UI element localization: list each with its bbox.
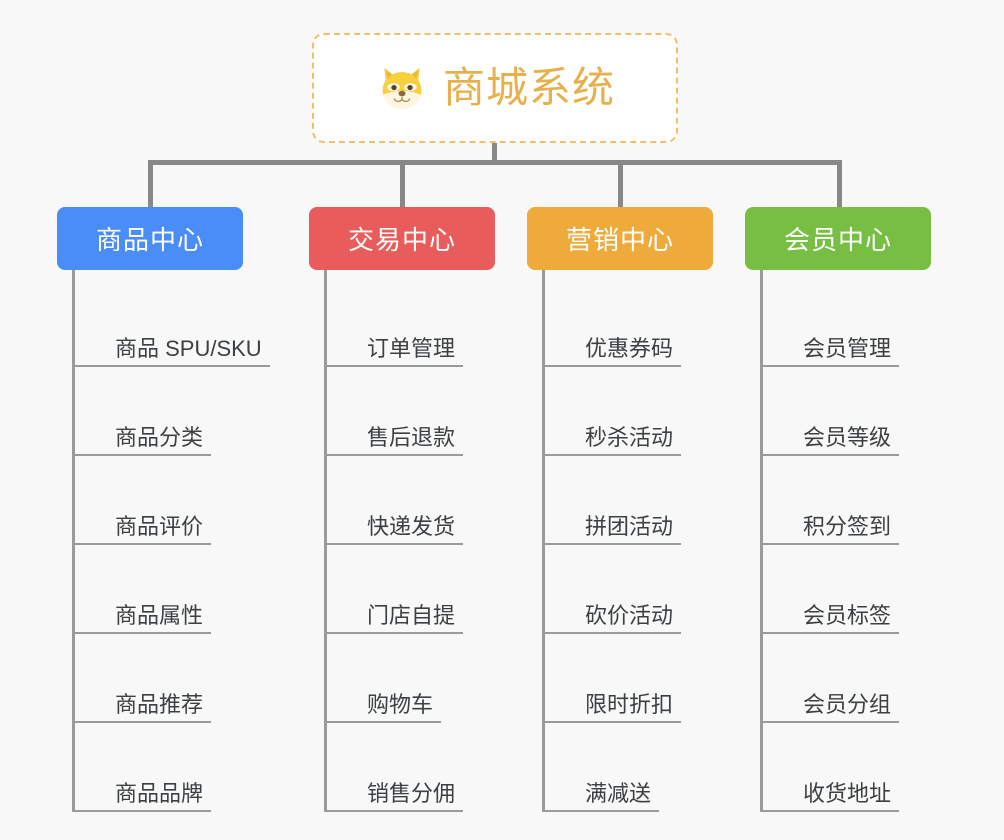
leaf-label: 商品评价 (115, 513, 204, 539)
leaf-label: 满减送 (585, 780, 652, 806)
list-item[interactable]: 秒杀活动 (545, 367, 743, 456)
leaf-underline (763, 810, 899, 812)
leaf-label: 商品推荐 (115, 691, 204, 717)
leaf-underline (75, 543, 211, 545)
list-item[interactable]: 会员分组 (763, 634, 961, 723)
leaf-underline (545, 454, 681, 456)
category-header-0[interactable]: 商品中心 (57, 207, 243, 270)
leaf-underline (545, 543, 681, 545)
leaf-label: 限时折扣 (585, 691, 674, 717)
leaf-underline (763, 721, 899, 723)
list-item[interactable]: 会员标签 (763, 545, 961, 634)
category-column-0: 商品中心 商品 SPU/SKU 商品分类 商品评价 商品属性 商品推荐 (57, 207, 307, 812)
list-item[interactable]: 满减送 (545, 723, 743, 812)
leaf-label: 快递发货 (367, 513, 456, 539)
leaf-underline (763, 365, 899, 367)
list-item[interactable]: 门店自提 (327, 545, 525, 634)
leaf-underline (327, 721, 441, 723)
leaf-label: 商品属性 (115, 602, 204, 628)
leaf-list-2: 优惠券码 秒杀活动 拼团活动 砍价活动 限时折扣 满减送 (542, 270, 743, 812)
connector-root-stem (492, 143, 497, 165)
category-column-3: 会员中心 会员管理 会员等级 积分签到 会员标签 会员分组 (745, 207, 961, 812)
list-item[interactable]: 限时折扣 (545, 634, 743, 723)
category-header-1[interactable]: 交易中心 (309, 207, 495, 270)
list-item[interactable]: 快递发货 (327, 456, 525, 545)
root-title: 商城系统 (442, 64, 615, 111)
list-item[interactable]: 收货地址 (763, 723, 961, 812)
leaf-underline (75, 721, 211, 723)
connector-drop-2 (618, 160, 623, 208)
list-item[interactable]: 优惠券码 (545, 278, 743, 367)
leaf-list-1: 订单管理 售后退款 快递发货 门店自提 购物车 销售分佣 (324, 270, 525, 812)
list-item[interactable]: 砍价活动 (545, 545, 743, 634)
leaf-underline (763, 454, 899, 456)
leaf-underline (327, 810, 463, 812)
leaf-label: 积分签到 (803, 513, 892, 539)
list-item[interactable]: 商品属性 (75, 545, 307, 634)
leaf-label: 砍价活动 (585, 602, 674, 628)
leaf-label: 销售分佣 (367, 780, 456, 806)
list-item[interactable]: 积分签到 (763, 456, 961, 545)
leaf-underline (545, 632, 681, 634)
leaf-underline (327, 543, 463, 545)
category-label-0: 商品中心 (95, 225, 204, 255)
connector-drop-3 (837, 160, 842, 208)
leaf-label: 会员管理 (803, 335, 892, 361)
leaf-underline (75, 365, 270, 367)
leaf-underline (545, 810, 659, 812)
list-item[interactable]: 订单管理 (327, 278, 525, 367)
category-label-2: 营销中心 (565, 225, 674, 255)
leaf-underline (327, 632, 463, 634)
leaf-underline (763, 543, 899, 545)
list-item[interactable]: 商品推荐 (75, 634, 307, 723)
leaf-label: 商品品牌 (115, 780, 204, 806)
leaf-label: 售后退款 (367, 424, 456, 450)
connector-drop-0 (148, 160, 153, 208)
leaf-label: 商品 SPU/SKU (115, 335, 262, 361)
list-item[interactable]: 商品评价 (75, 456, 307, 545)
leaf-label: 门店自提 (367, 602, 456, 628)
leaf-underline (545, 365, 681, 367)
leaf-underline (75, 810, 211, 812)
connector-horizontal-bus (148, 160, 842, 165)
category-column-1: 交易中心 订单管理 售后退款 快递发货 门店自提 购物车 (309, 207, 525, 812)
leaf-list-3: 会员管理 会员等级 积分签到 会员标签 会员分组 收货地址 (760, 270, 961, 812)
list-item[interactable]: 拼团活动 (545, 456, 743, 545)
list-item[interactable]: 商品品牌 (75, 723, 307, 812)
leaf-label: 商品分类 (115, 424, 204, 450)
leaf-label: 秒杀活动 (585, 424, 674, 450)
list-item[interactable]: 商品 SPU/SKU (75, 278, 307, 367)
category-label-1: 交易中心 (347, 225, 456, 255)
leaf-label: 会员等级 (803, 424, 892, 450)
leaf-label: 优惠券码 (585, 335, 674, 361)
leaf-label: 拼团活动 (585, 513, 674, 539)
leaf-label: 会员标签 (803, 602, 892, 628)
list-item[interactable]: 销售分佣 (327, 723, 525, 812)
category-column-2: 营销中心 优惠券码 秒杀活动 拼团活动 砍价活动 限时折扣 (527, 207, 743, 812)
category-header-3[interactable]: 会员中心 (745, 207, 931, 270)
list-item[interactable]: 售后退款 (327, 367, 525, 456)
leaf-underline (75, 632, 211, 634)
leaf-list-0: 商品 SPU/SKU 商品分类 商品评价 商品属性 商品推荐 商品品牌 (72, 270, 307, 812)
list-item[interactable]: 会员等级 (763, 367, 961, 456)
leaf-label: 订单管理 (367, 335, 456, 361)
root-node[interactable]: 商城系统 (312, 33, 678, 143)
leaf-underline (545, 721, 681, 723)
shiba-dog-face-icon (375, 61, 429, 115)
leaf-underline (763, 632, 899, 634)
category-header-2[interactable]: 营销中心 (527, 207, 713, 270)
leaf-underline (327, 365, 463, 367)
list-item[interactable]: 购物车 (327, 634, 525, 723)
leaf-label: 会员分组 (803, 691, 892, 717)
list-item[interactable]: 会员管理 (763, 278, 961, 367)
leaf-underline (327, 454, 463, 456)
connector-drop-1 (400, 160, 405, 208)
leaf-label: 收货地址 (803, 780, 892, 806)
category-label-3: 会员中心 (783, 225, 892, 255)
leaf-underline (75, 454, 211, 456)
leaf-label: 购物车 (367, 691, 434, 717)
list-item[interactable]: 商品分类 (75, 367, 307, 456)
